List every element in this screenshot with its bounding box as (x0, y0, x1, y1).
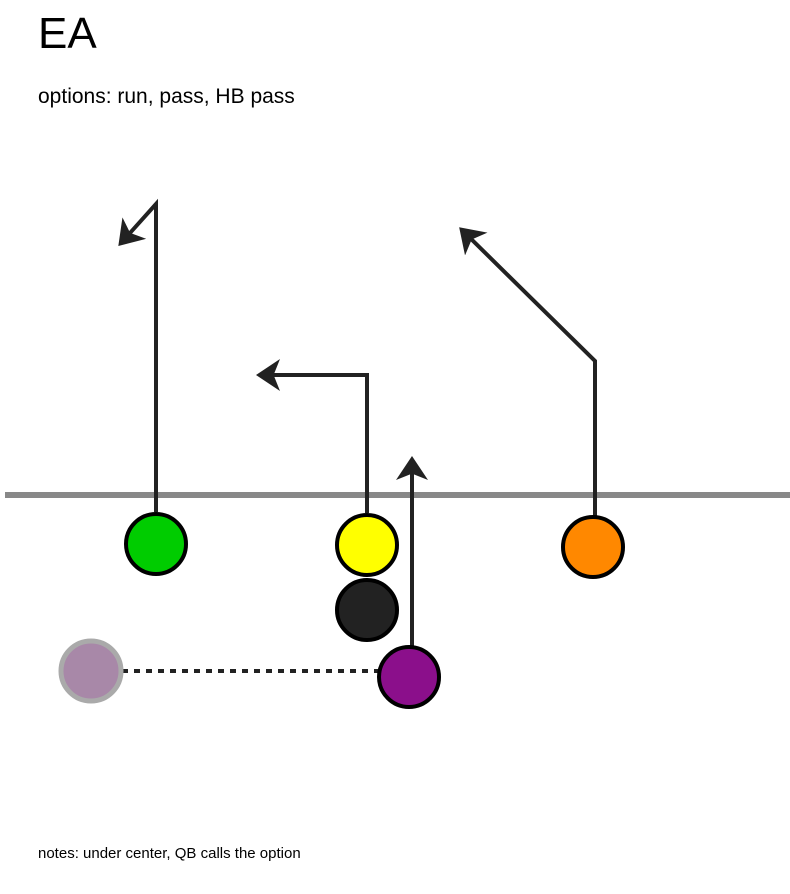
center (335, 578, 399, 642)
play-options: options: run, pass, HB pass (38, 85, 295, 108)
route-receiver-slot (256, 359, 369, 513)
play-title: EA (38, 9, 97, 58)
route-receiver-left (118, 198, 158, 512)
receiver-slot (335, 513, 399, 577)
route-receiver-right (459, 227, 597, 516)
play-notes: notes: under center, QB calls the option (38, 845, 301, 862)
receiver-left (124, 512, 188, 576)
motion-player (58, 638, 124, 704)
receiver-right (561, 515, 625, 579)
quarterback (377, 645, 441, 709)
